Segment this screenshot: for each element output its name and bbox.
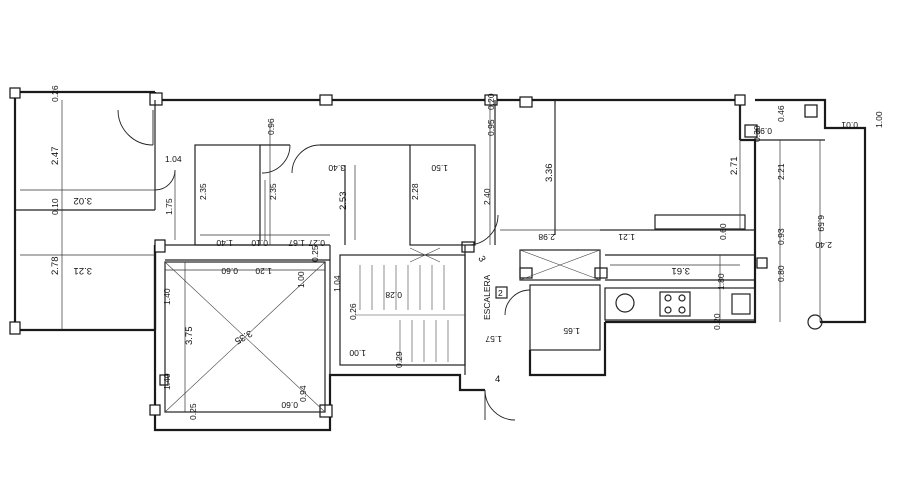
dim-3-36: 3.36 (544, 164, 555, 183)
dim-0-95: 0.95 (486, 119, 496, 136)
dim-0-60a: 0.60 (718, 223, 728, 240)
dim-0-60c: 0.60 (281, 400, 298, 410)
dim-0-25a: 0.25 (310, 245, 320, 262)
stair-number: 2 (498, 288, 503, 298)
dim-0-26b: 0.26 (348, 303, 358, 320)
dim-1-04b: 1.04 (332, 275, 342, 292)
dim-0-10b: 0.10 (251, 238, 268, 248)
interior-walls (15, 100, 825, 375)
dim-2-98: 2.98 (538, 232, 555, 242)
dim-1-40c: 1.40 (162, 373, 172, 390)
dim-1-65: 1.65 (563, 326, 580, 336)
plan-labels: ESCALERA 2 3 4 (475, 254, 508, 385)
dim-3-35: 3.35 (232, 327, 254, 346)
dim-1-21: 1.21 (618, 232, 635, 242)
dim-0-01: 0.01 (841, 120, 858, 130)
dimension-labels: 0.26 0.96 0.95 0.20 0.46 0.98 0.30 0.01 … (50, 85, 884, 420)
dimension-lines (20, 100, 821, 412)
dim-3-21: 3.21 (74, 265, 93, 276)
dim-1-40b: 1.40 (162, 288, 172, 305)
dim-0-26: 0.26 (50, 85, 60, 102)
dim-2-71: 2.71 (729, 157, 740, 176)
exterior-walls (13, 90, 867, 432)
dim-1-20: 1.20 (255, 266, 272, 276)
dim-2-53: 2.53 (338, 192, 349, 211)
dim-2-47: 2.47 (50, 147, 61, 166)
dim-0-60b: 0.60 (221, 266, 238, 276)
dim-1-80: 1.80 (716, 273, 726, 290)
dim-0-29: 0.29 (394, 351, 404, 368)
marker-3: 3 (475, 254, 487, 264)
dim-0-20: 0.20 (486, 93, 496, 110)
dim-1-50: 1.50 (431, 163, 448, 173)
dim-1-75: 1.75 (164, 198, 174, 215)
dim-2-78: 2.78 (50, 257, 61, 276)
dim-3-61: 3.61 (672, 265, 691, 276)
dim-1-67: 1.67 (288, 238, 305, 248)
dim-0-93: 0.93 (776, 228, 786, 245)
dim-2-28: 2.28 (410, 183, 420, 200)
structural-columns (9, 87, 818, 418)
dim-0-96: 0.96 (266, 118, 276, 135)
dim-1-00b: 1.00 (296, 271, 306, 288)
dim-0-10: 0.10 (50, 198, 60, 215)
dim-0-27: 0.27 (308, 238, 325, 248)
dim-3-02: 3.02 (74, 195, 93, 206)
stair-label: ESCALERA (482, 274, 492, 320)
dim-3-75: 3.75 (184, 327, 195, 346)
dim-2-35b: 2.35 (268, 183, 278, 200)
dim-1-00c: 1.00 (349, 348, 366, 358)
dim-0-28: 0.28 (385, 290, 402, 300)
dim-1-04: 1.04 (165, 154, 182, 164)
dim-3-40: 3.40 (328, 163, 345, 173)
dim-2-40: 2.40 (482, 188, 492, 205)
dim-0-46: 0.46 (776, 105, 786, 122)
dim-6-59: 6.59 (816, 215, 826, 232)
stair-treads (355, 247, 601, 362)
marker-4: 4 (495, 374, 500, 385)
dim-0-25b: 0.25 (188, 403, 198, 420)
dim-2-21: 2.21 (776, 163, 786, 180)
dim-0-20b: 0.20 (712, 313, 722, 330)
dim-1-00: 1.00 (874, 111, 884, 128)
dim-2-40b: 2.40 (815, 240, 832, 250)
dim-0-98: 0.98 (755, 126, 772, 136)
patio-void (164, 261, 326, 413)
dim-0-94: 0.94 (298, 385, 308, 402)
dim-1-40a: 1.40 (216, 238, 233, 248)
doors (117, 109, 531, 421)
dim-0-30a: 0.30 (752, 125, 762, 142)
dim-1-57: 1.57 (485, 334, 502, 344)
dim-2-35a: 2.35 (198, 183, 208, 200)
dim-0-80: 0.80 (776, 265, 786, 282)
